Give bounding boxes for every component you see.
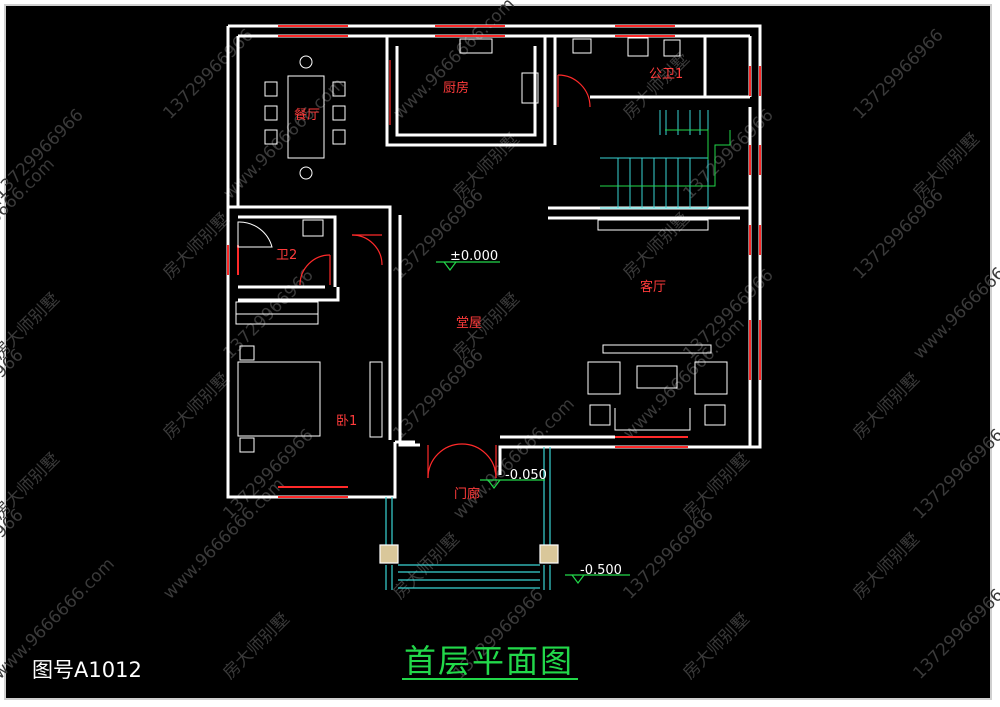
room-label-hall: 堂屋 <box>456 316 482 331</box>
watermark-text: 房大师别墅 <box>389 529 463 603</box>
level-main: ±0.000 <box>450 249 498 264</box>
watermark-text: 13729966966 <box>909 585 1000 683</box>
watermark-text: 房大师别墅 <box>849 369 923 443</box>
windows <box>227 25 761 498</box>
watermark-text: 13729966966 <box>0 345 28 443</box>
porch <box>379 447 559 590</box>
watermark-text: 房大师别墅 <box>619 49 693 123</box>
stairs <box>600 110 731 209</box>
watermark-text: 13729966966 <box>0 505 28 603</box>
furniture <box>235 37 728 453</box>
drawing-frame <box>4 4 992 700</box>
watermark-text: 13729966966 <box>909 425 1000 523</box>
room-label-kitchen: 厨房 <box>443 80 469 96</box>
room-label-dining: 餐厅 <box>294 107 320 123</box>
room-label-bath2: 卫2 <box>276 248 297 263</box>
room-label-bedroom: 卧1 <box>336 414 357 429</box>
watermark-text: www.9666666.com <box>449 394 578 523</box>
watermark-text: 房大师别墅 <box>219 609 293 683</box>
watermark-text: www.9666666.com <box>159 474 288 603</box>
watermark-text: 13729966966 <box>679 265 777 363</box>
room-label-living: 客厅 <box>640 279 666 295</box>
watermark-text: 房大师别墅 <box>909 129 983 203</box>
watermark-text: 13729966966 <box>849 185 947 283</box>
title-underline <box>402 678 578 680</box>
drawing-title: 首层平面图 <box>404 642 575 680</box>
doors <box>299 60 591 479</box>
watermark-text: 房大师别墅 <box>849 529 923 603</box>
level-markers <box>436 261 630 584</box>
watermark-text: www.9666666.com <box>619 314 748 443</box>
watermark-text: www.9666666.com <box>909 234 1000 363</box>
watermark-text: 13729966966 <box>619 505 717 603</box>
watermark-text: 房大师别墅 <box>0 49 4 123</box>
drawing-number: 图号A1012 <box>32 658 142 682</box>
watermark-text: 13729966966 <box>389 185 487 283</box>
watermark-text: 13729966966 <box>389 345 487 443</box>
watermark-text: 房大师别墅 <box>679 609 753 683</box>
room-label-public-bath: 公卫1 <box>649 67 683 82</box>
room-label-entry: 门廊 <box>454 486 480 502</box>
watermark-text: www.9666666.com <box>389 0 518 124</box>
watermark-text: 房大师别墅 <box>679 449 753 523</box>
watermark-text: 房大师别墅 <box>159 209 233 283</box>
level-porch: -0.050 <box>505 468 547 483</box>
watermark-text: 13729966966 <box>849 25 947 123</box>
watermark-text: 13729966966 <box>219 425 317 523</box>
watermark-text: 13729966966 <box>159 25 257 123</box>
watermark-text: 房大师别墅 <box>159 369 233 443</box>
watermark-text: 13729966966 <box>679 105 777 203</box>
watermark-text: 房大师别墅 <box>449 129 523 203</box>
level-step: -0.500 <box>580 563 622 578</box>
